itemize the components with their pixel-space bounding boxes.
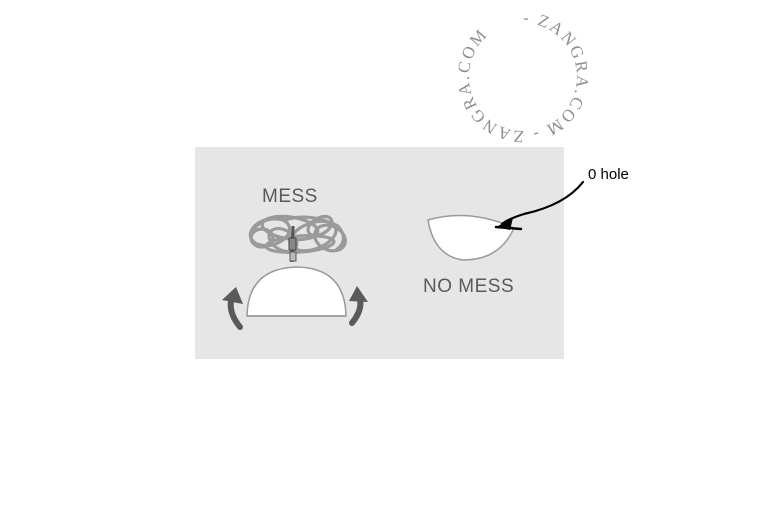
pointer-arrow-icon [494,180,585,231]
lamp-shade-closed-icon [427,214,515,261]
rotate-left-arrow-icon [222,287,243,330]
rotate-right-arrow-icon [349,286,368,326]
diagram-panel [195,147,564,359]
zangra-watermark-seal: - ZANGRA.COM - ZANGRA.COM [454,8,592,146]
mess-label: MESS [262,186,318,207]
hole-label: 0 hole [588,166,629,183]
watermark-text: - ZANGRA.COM - ZANGRA.COM [454,8,592,146]
cable-connector-icon [288,225,297,263]
lamp-shade-open-icon [246,266,347,317]
no-mess-label: NO MESS [423,276,514,297]
tangled-cable-icon [248,214,347,254]
